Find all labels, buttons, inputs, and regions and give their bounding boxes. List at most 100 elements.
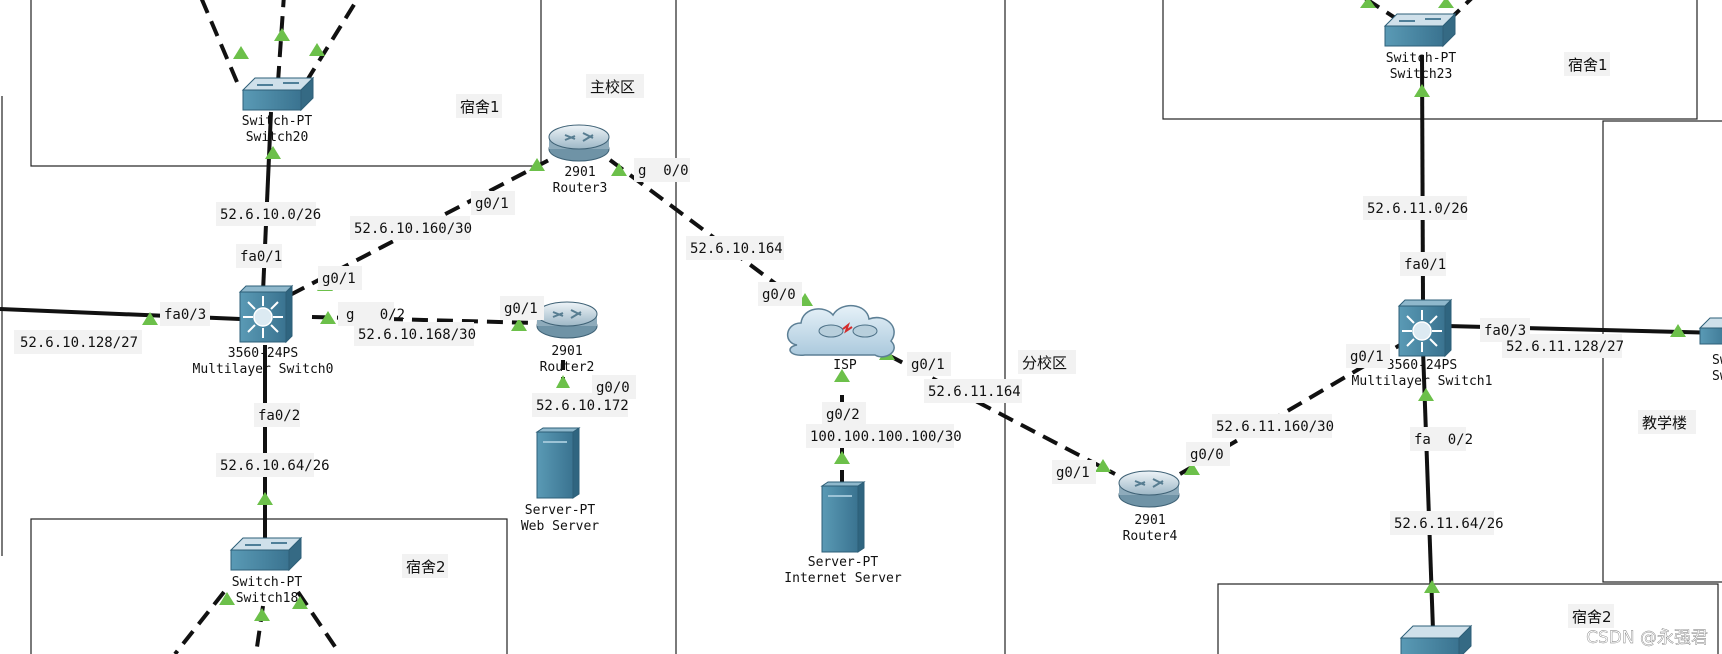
if-label-mls0-fa03: fa0/3 (164, 307, 206, 323)
if-label-r4-g00: g0/0 (1190, 447, 1224, 463)
isp-cloud-icon[interactable] (787, 305, 895, 358)
link-up-triangle (292, 596, 308, 609)
web-server-model-label: Server-PT (525, 503, 596, 518)
switch23-model-label: Switch-PT (1386, 51, 1457, 66)
area-label-dorm1-right: 宿舍1 (1568, 56, 1608, 74)
router2-name-label: Router2 (540, 360, 595, 375)
link-up-triangle (1184, 462, 1200, 475)
link-up-triangle (233, 46, 249, 59)
link-sw20-host3[interactable] (304, 0, 360, 84)
if-label-mls0-g01: g0/1 (322, 271, 356, 287)
link-isp-r4[interactable] (887, 353, 1116, 476)
router4-model-label: 2901 (1134, 513, 1165, 528)
link-labels (14, 158, 1622, 535)
mls0-name-label: Multilayer Switch0 (193, 362, 334, 377)
if-label-mls0-g02: g 0/2 (346, 307, 405, 323)
area-label-main-campus: 主校区 (590, 78, 635, 96)
internet-server-model-label: Server-PT (808, 555, 879, 570)
router3-icon[interactable] (548, 124, 610, 162)
net-label-52-6-10-164: 52.6.10.164 (690, 241, 783, 257)
link-up-triangle (274, 28, 290, 41)
switch18-model-label: Switch-PT (232, 575, 303, 590)
link-up-triangle (254, 608, 270, 621)
switch-right-edge-icon[interactable] (1698, 317, 1722, 345)
link-up-triangle (1424, 580, 1440, 593)
router3-model-label: 2901 (564, 165, 595, 180)
link-up-triangle (1438, 0, 1454, 8)
link-sw23-host1[interactable] (1360, 0, 1402, 23)
mls1-model-label: 3560-24PS (1387, 358, 1457, 373)
mls1-name-label: Multilayer Switch1 (1352, 374, 1493, 389)
switch18-name-label: Switch18 (236, 591, 299, 606)
link-up-triangle (320, 311, 336, 324)
link-sw20-host2[interactable] (276, 0, 286, 83)
link-up-triangle (1414, 84, 1430, 97)
link-up-triangle (834, 369, 850, 382)
link-sw18-host1[interactable] (173, 590, 226, 654)
net-label-52-6-10-172: 52.6.10.172 (536, 398, 629, 414)
area-dorm1-right-box (1162, 0, 1698, 120)
if-label-r3-g00: g 0/0 (638, 163, 689, 179)
isp-name-label: ISP (833, 358, 857, 373)
if-label-mls0-fa02: fa0/2 (258, 408, 300, 424)
internet-server-icon[interactable] (820, 481, 866, 553)
multilayer-switch1-icon[interactable] (1397, 298, 1453, 358)
router4-name-label: Router4 (1123, 529, 1178, 544)
if-label-mls1-fa03: fa0/3 (1484, 323, 1526, 339)
switch18-icon[interactable] (229, 536, 303, 572)
link-up-triangle (611, 163, 627, 176)
if-label-isp-g00: g0/0 (762, 287, 796, 303)
web-server-name-label: Web Server (521, 519, 599, 534)
area-dorm1-left-box (30, 0, 542, 167)
net-label-52-6-11-164: 52.6.11.164 (928, 384, 1021, 400)
if-label-isp-g01: g0/1 (911, 357, 945, 373)
switch23-name-label: Switch23 (1390, 67, 1453, 82)
net-label-52-6-11-64: 52.6.11.64/26 (1394, 516, 1504, 532)
right-edge-switch-label-1: Swi (1712, 353, 1722, 368)
net-label-52-6-11-0: 52.6.11.0/26 (1367, 201, 1468, 217)
net-label-52-6-10-128: 52.6.10.128/27 (20, 335, 138, 351)
web-server-icon[interactable] (535, 427, 581, 499)
link-up-triangle (834, 451, 850, 464)
net-label-100-100-100-100: 100.100.100.100/30 (810, 429, 962, 445)
csdn-watermark: CSDN @永强君 (1586, 628, 1708, 648)
if-label-r4-g01: g0/1 (1056, 465, 1090, 481)
if-label-mls1-fa02: fa 0/2 (1414, 432, 1473, 448)
link-up-triangle (219, 592, 235, 605)
link-sw18-host3[interactable] (296, 590, 342, 654)
net-label-52-6-10-168: 52.6.10.168/30 (358, 327, 476, 343)
link-up-triangle (1360, 0, 1376, 8)
link-sw20-host1[interactable] (199, 0, 239, 83)
switch20-icon[interactable] (241, 76, 315, 112)
if-label-r2-g00: g0/0 (596, 380, 630, 396)
link-up-triangle (142, 312, 158, 325)
router2-model-label: 2901 (551, 344, 582, 359)
switch20-model-label: Switch-PT (242, 114, 313, 129)
link-up-triangle (265, 146, 281, 159)
link-up-triangle (257, 492, 273, 505)
area-label-teaching-building: 教学楼 (1642, 414, 1687, 432)
if-label-r2-g01: g0/1 (504, 301, 538, 317)
right-edge-switch-label-2: Sw (1712, 369, 1722, 384)
switch23-icon[interactable] (1383, 12, 1457, 48)
multilayer-switch0-icon[interactable] (238, 284, 294, 344)
area-label-dorm2-left: 宿舍2 (406, 558, 446, 576)
area-label-dorm2-right: 宿舍2 (1572, 608, 1612, 626)
link-up-triangle (1418, 388, 1434, 401)
link-up-triangle (1670, 324, 1686, 337)
net-label-52-6-11-128: 52.6.11.128/27 (1506, 339, 1624, 355)
internet-server-name-label: Internet Server (784, 571, 902, 586)
link-up-triangle (1095, 459, 1111, 472)
router2-icon[interactable] (536, 301, 598, 339)
area-label-dorm1-left: 宿舍1 (460, 98, 500, 116)
net-label-52-6-10-64: 52.6.10.64/26 (220, 458, 330, 474)
mls0-model-label: 3560-24PS (228, 346, 298, 361)
if-label-mls1-fa01: fa0/1 (1404, 257, 1446, 273)
if-label-isp-g02: g0/2 (826, 407, 860, 423)
if-label-mls0-fa01: fa0/1 (240, 249, 282, 265)
router4-icon[interactable] (1118, 470, 1180, 508)
link-up-triangle (556, 375, 570, 388)
switch-bottom-right-icon[interactable] (1399, 624, 1473, 654)
switch20-name-label: Switch20 (246, 130, 309, 145)
